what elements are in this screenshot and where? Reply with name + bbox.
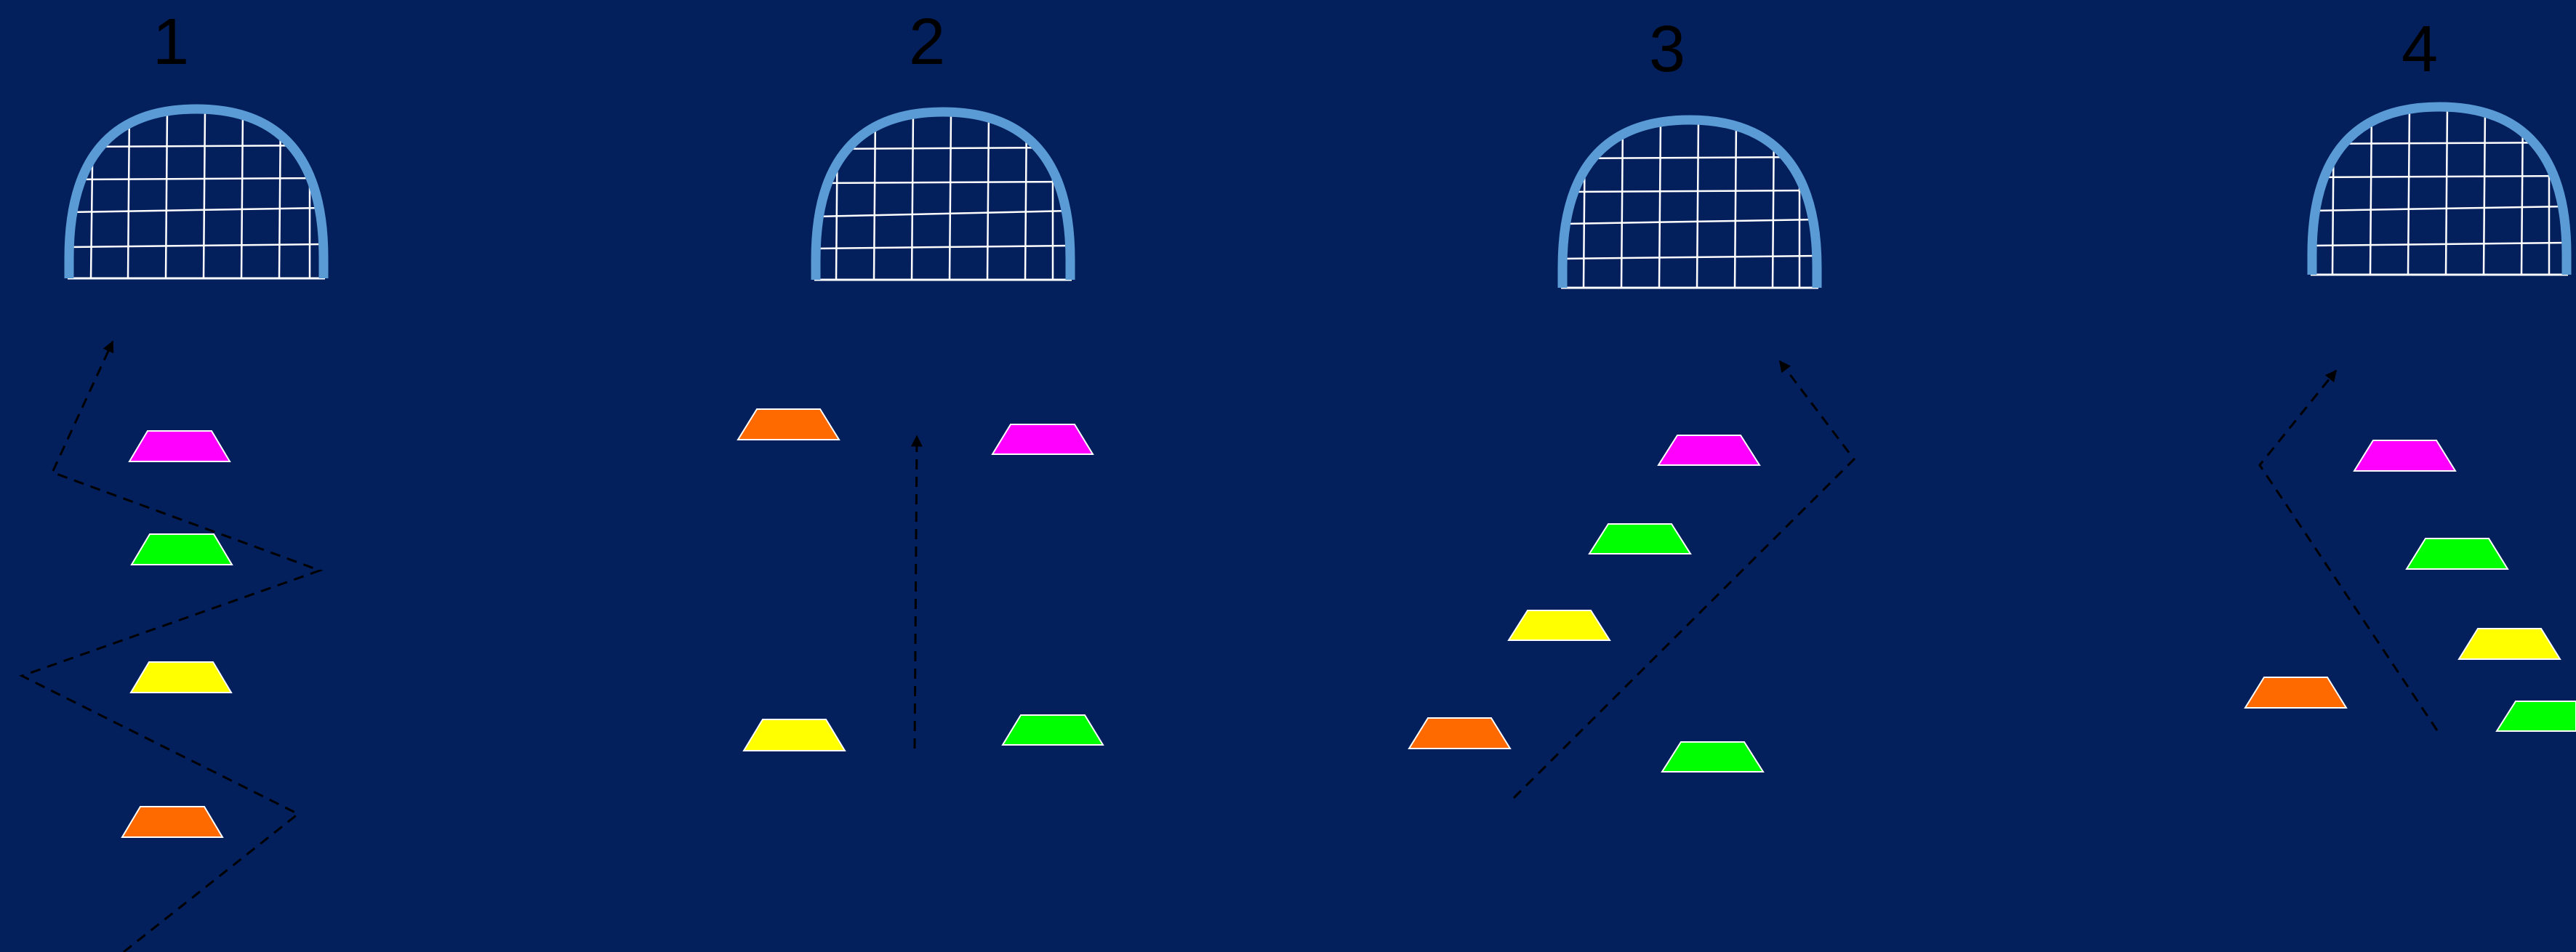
drill-number-1: 1 — [153, 6, 189, 78]
cone-green — [2407, 538, 2508, 569]
cone-magenta — [129, 431, 230, 461]
cone-yellow — [2459, 629, 2560, 659]
cone-magenta — [1658, 435, 1760, 465]
cone-orange — [1409, 718, 1510, 749]
goal-net-icon — [68, 109, 325, 278]
cone-yellow — [131, 662, 231, 693]
goal-net-icon — [2311, 107, 2568, 275]
run-path — [1514, 361, 1854, 798]
drill-4: 4 — [2245, 13, 2576, 731]
cone-orange — [122, 807, 222, 837]
cone-green — [1662, 742, 1763, 772]
cone-green — [1003, 715, 1103, 745]
goal-net-icon — [814, 112, 1072, 280]
drill-3: 3 — [1409, 13, 1854, 798]
cone-green — [132, 534, 232, 565]
cone-magenta — [2354, 440, 2455, 471]
cone-yellow — [1509, 610, 1610, 640]
cone-orange — [738, 409, 839, 440]
cone-yellow — [744, 719, 845, 751]
drill-number-4: 4 — [2402, 13, 2438, 86]
goal-net-icon — [1561, 120, 1818, 288]
cone-magenta — [992, 424, 1093, 454]
drill-1: 1 — [22, 6, 325, 952]
cone-green — [1589, 524, 1690, 554]
drill-number-3: 3 — [1649, 13, 1685, 86]
cone-green — [2497, 701, 2576, 731]
run-path — [2260, 371, 2437, 730]
run-path — [915, 436, 917, 749]
drill-number-2: 2 — [909, 6, 945, 78]
cone-orange — [2245, 677, 2346, 708]
drill-2: 2 — [738, 6, 1103, 751]
